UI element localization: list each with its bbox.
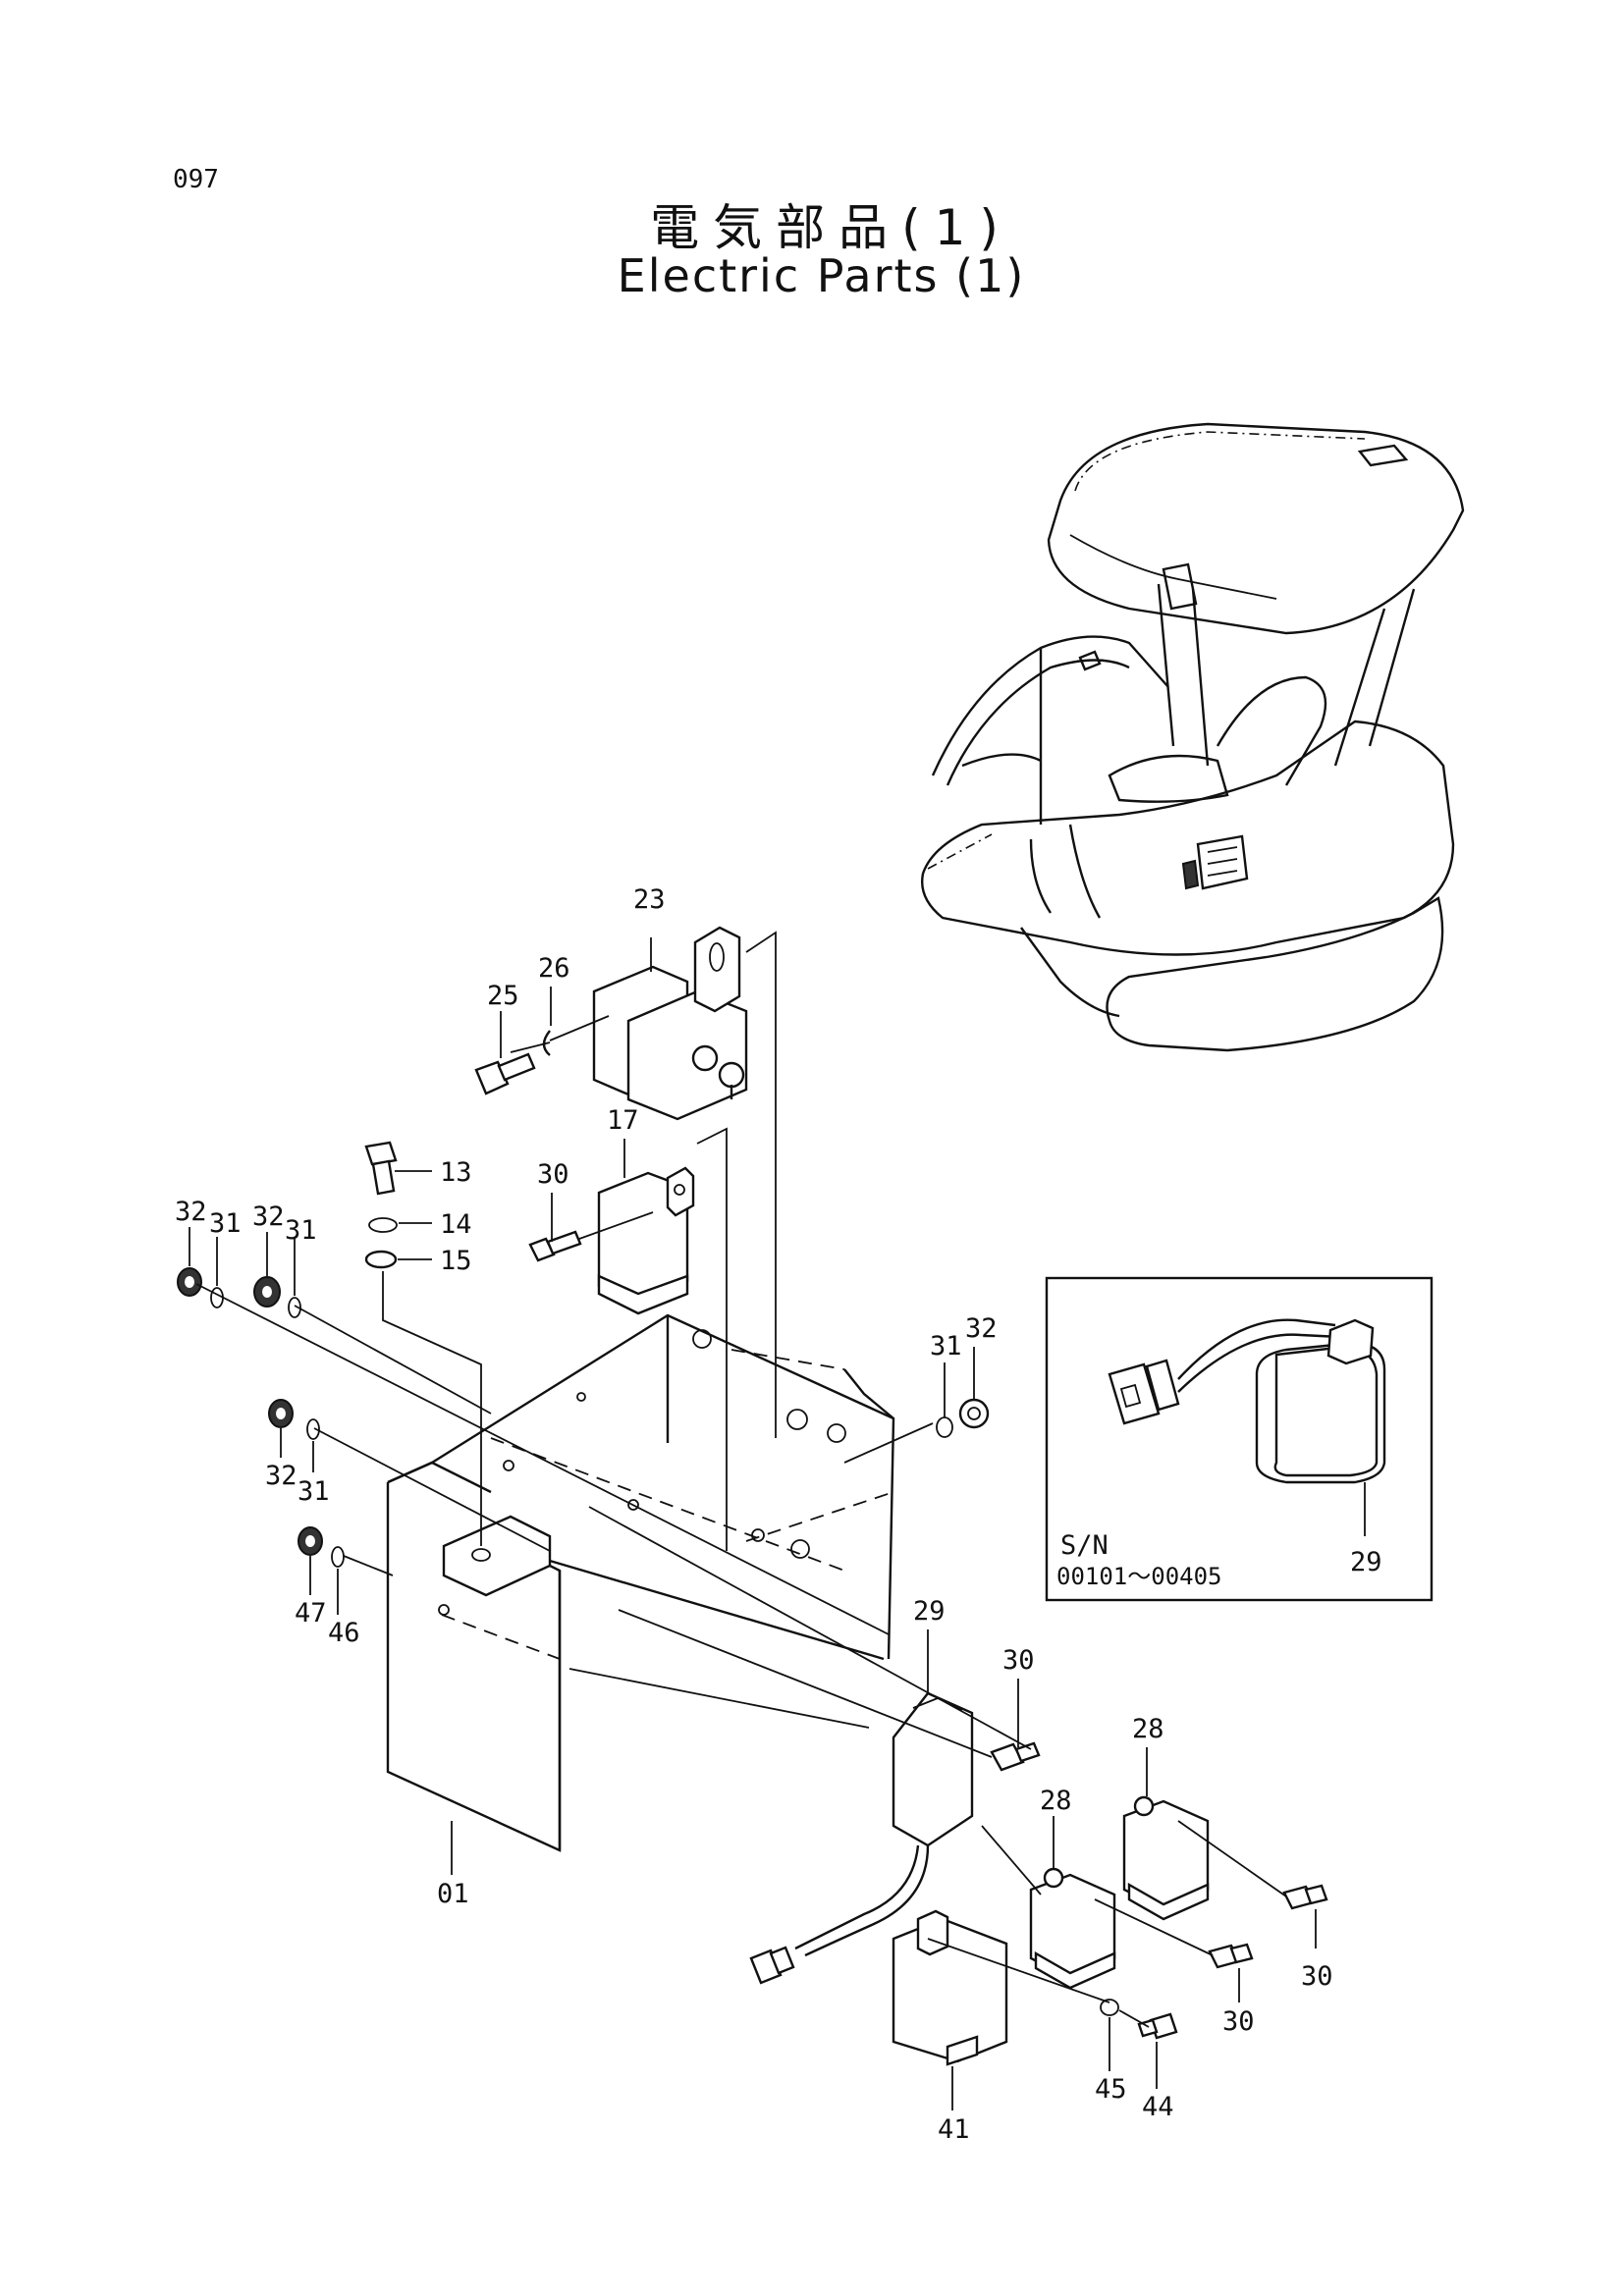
screw-30-c [1282,1884,1328,1910]
callout-30-b: 30 [1002,1645,1035,1676]
callout-30-d: 30 [1222,2006,1255,2037]
inset-sn-range: 00101～00405 [1056,1563,1222,1590]
callout-32-a: 32 [175,1197,207,1227]
callout-30-c: 30 [1301,1961,1333,1992]
callout-31-a: 31 [209,1208,242,1239]
title-japanese: 電気部品(1) [650,199,1012,256]
washer-31-b [288,1297,301,1318]
washer-15 [364,1250,398,1269]
inset-part-label: 29 [1350,1547,1382,1577]
nut-32-d [958,1398,990,1429]
title-english: Electric Parts (1) [617,249,1026,302]
control-unit-41 [892,1909,1008,2066]
leader-lines [189,931,1317,2110]
callout-32-c: 32 [265,1461,298,1491]
relay-17 [597,1166,695,1315]
relay-28-lower [1029,1867,1116,1990]
machine-overview [921,422,1465,1052]
nut-32-a [177,1267,202,1297]
callout-41: 41 [938,2114,970,2145]
relay-28-upper [1122,1795,1210,1921]
callout-15: 15 [440,1246,472,1276]
callout-32-b: 32 [252,1201,285,1232]
callout-31-d: 31 [930,1331,962,1362]
callout-26: 26 [538,953,570,984]
screw-30-b [990,1741,1041,1772]
controller-29 [749,1691,974,1985]
callout-23: 23 [633,884,666,915]
callout-31-b: 31 [285,1215,317,1246]
lock-washer-14 [368,1217,398,1233]
callout-28-b: 28 [1040,1786,1072,1816]
washer-45 [1100,1999,1119,2016]
callout-25: 25 [487,981,519,1011]
callout-31-c: 31 [298,1476,330,1507]
battery-relay-23 [592,926,748,1121]
screw-30-d [1208,1943,1254,1969]
inset-sn-label: S/N [1060,1530,1109,1561]
nut-32-b [253,1276,281,1308]
callout-28-a: 28 [1132,1714,1164,1744]
callout-labels: 23 26 25 17 13 30 14 15 32 31 32 31 31 3… [175,884,1333,2145]
washer-46 [331,1546,345,1568]
callout-29: 29 [913,1596,946,1627]
nut-47 [298,1526,323,1556]
washer-31-a [210,1287,224,1308]
bracket-01 [386,1313,895,1852]
callout-45: 45 [1095,2074,1127,2105]
callout-44: 44 [1142,2092,1174,2122]
nut-32-c [268,1399,294,1428]
inset-box: S/N 00101～00405 29 [1045,1276,1434,1602]
bolt-25 [474,1052,536,1095]
callout-01: 01 [437,1879,469,1909]
callout-17: 17 [607,1105,639,1136]
callout-13: 13 [440,1157,472,1188]
page-number: 097 [173,165,219,194]
bolt-13 [364,1141,398,1196]
screw-44 [1137,2012,1178,2040]
callout-30-a: 30 [537,1159,569,1190]
callout-46: 46 [328,1618,360,1648]
callout-32-d: 32 [965,1313,998,1344]
washer-31-d [936,1416,953,1438]
callout-47: 47 [295,1598,327,1629]
callout-14: 14 [440,1209,472,1240]
washer-31-c [306,1418,320,1440]
screw-30-a [528,1230,582,1262]
